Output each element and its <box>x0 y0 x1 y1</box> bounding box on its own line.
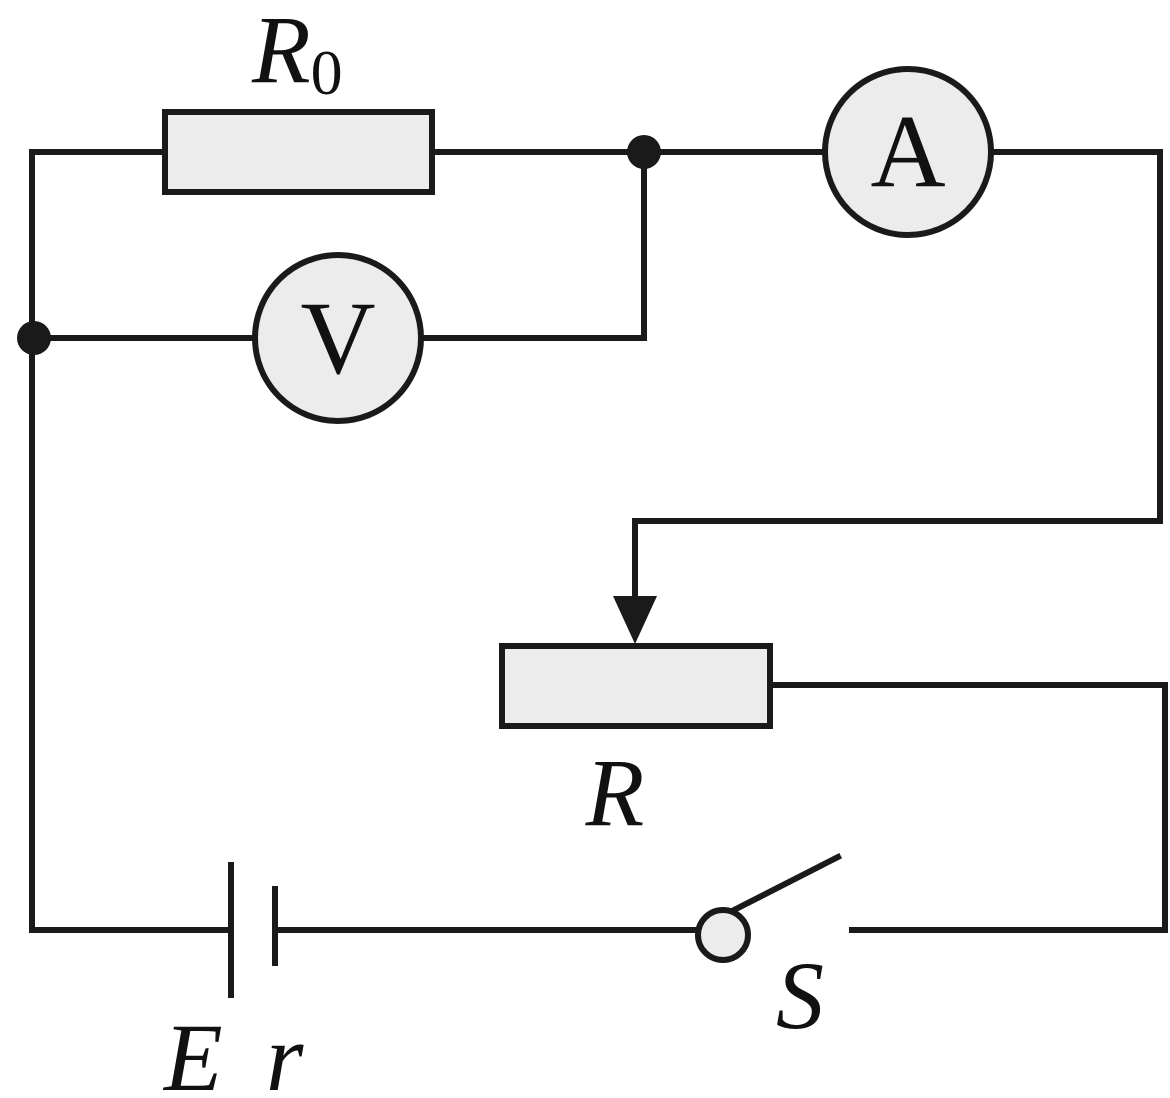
junction-node-left <box>17 321 51 355</box>
junction-node-top <box>627 135 661 169</box>
battery: E r <box>162 862 304 1098</box>
wire-rheostat-right <box>767 682 1168 933</box>
fixed-resistor-r0: R0 <box>162 0 435 195</box>
voltmeter-symbol: V <box>300 281 375 396</box>
rheostat-label: R <box>585 739 645 846</box>
battery-emf-label: E <box>162 1004 223 1098</box>
wire-voltmeter-right <box>418 149 647 341</box>
switch-pivot <box>695 907 751 963</box>
switch-label: S <box>776 942 824 1049</box>
fixed-resistor-body <box>162 109 435 195</box>
rheostat-body <box>499 643 773 729</box>
ammeter-circle <box>822 66 994 238</box>
fixed-resistor-subscript: 0 <box>311 37 343 108</box>
rheostat-slider-arrow <box>613 596 657 644</box>
fixed-resistor-label: R0 <box>251 0 343 108</box>
wire-top-right-to-slider <box>632 149 1163 603</box>
battery-internal-resistance-label: r <box>266 1004 304 1098</box>
ammeter-symbol: A <box>870 94 945 209</box>
switch: S <box>695 852 843 1049</box>
wires <box>29 149 1168 933</box>
voltmeter-circle <box>252 252 424 424</box>
switch-lever <box>729 852 843 915</box>
voltmeter: V <box>252 252 424 424</box>
rheostat: R <box>499 596 773 846</box>
ammeter: A <box>822 66 994 238</box>
